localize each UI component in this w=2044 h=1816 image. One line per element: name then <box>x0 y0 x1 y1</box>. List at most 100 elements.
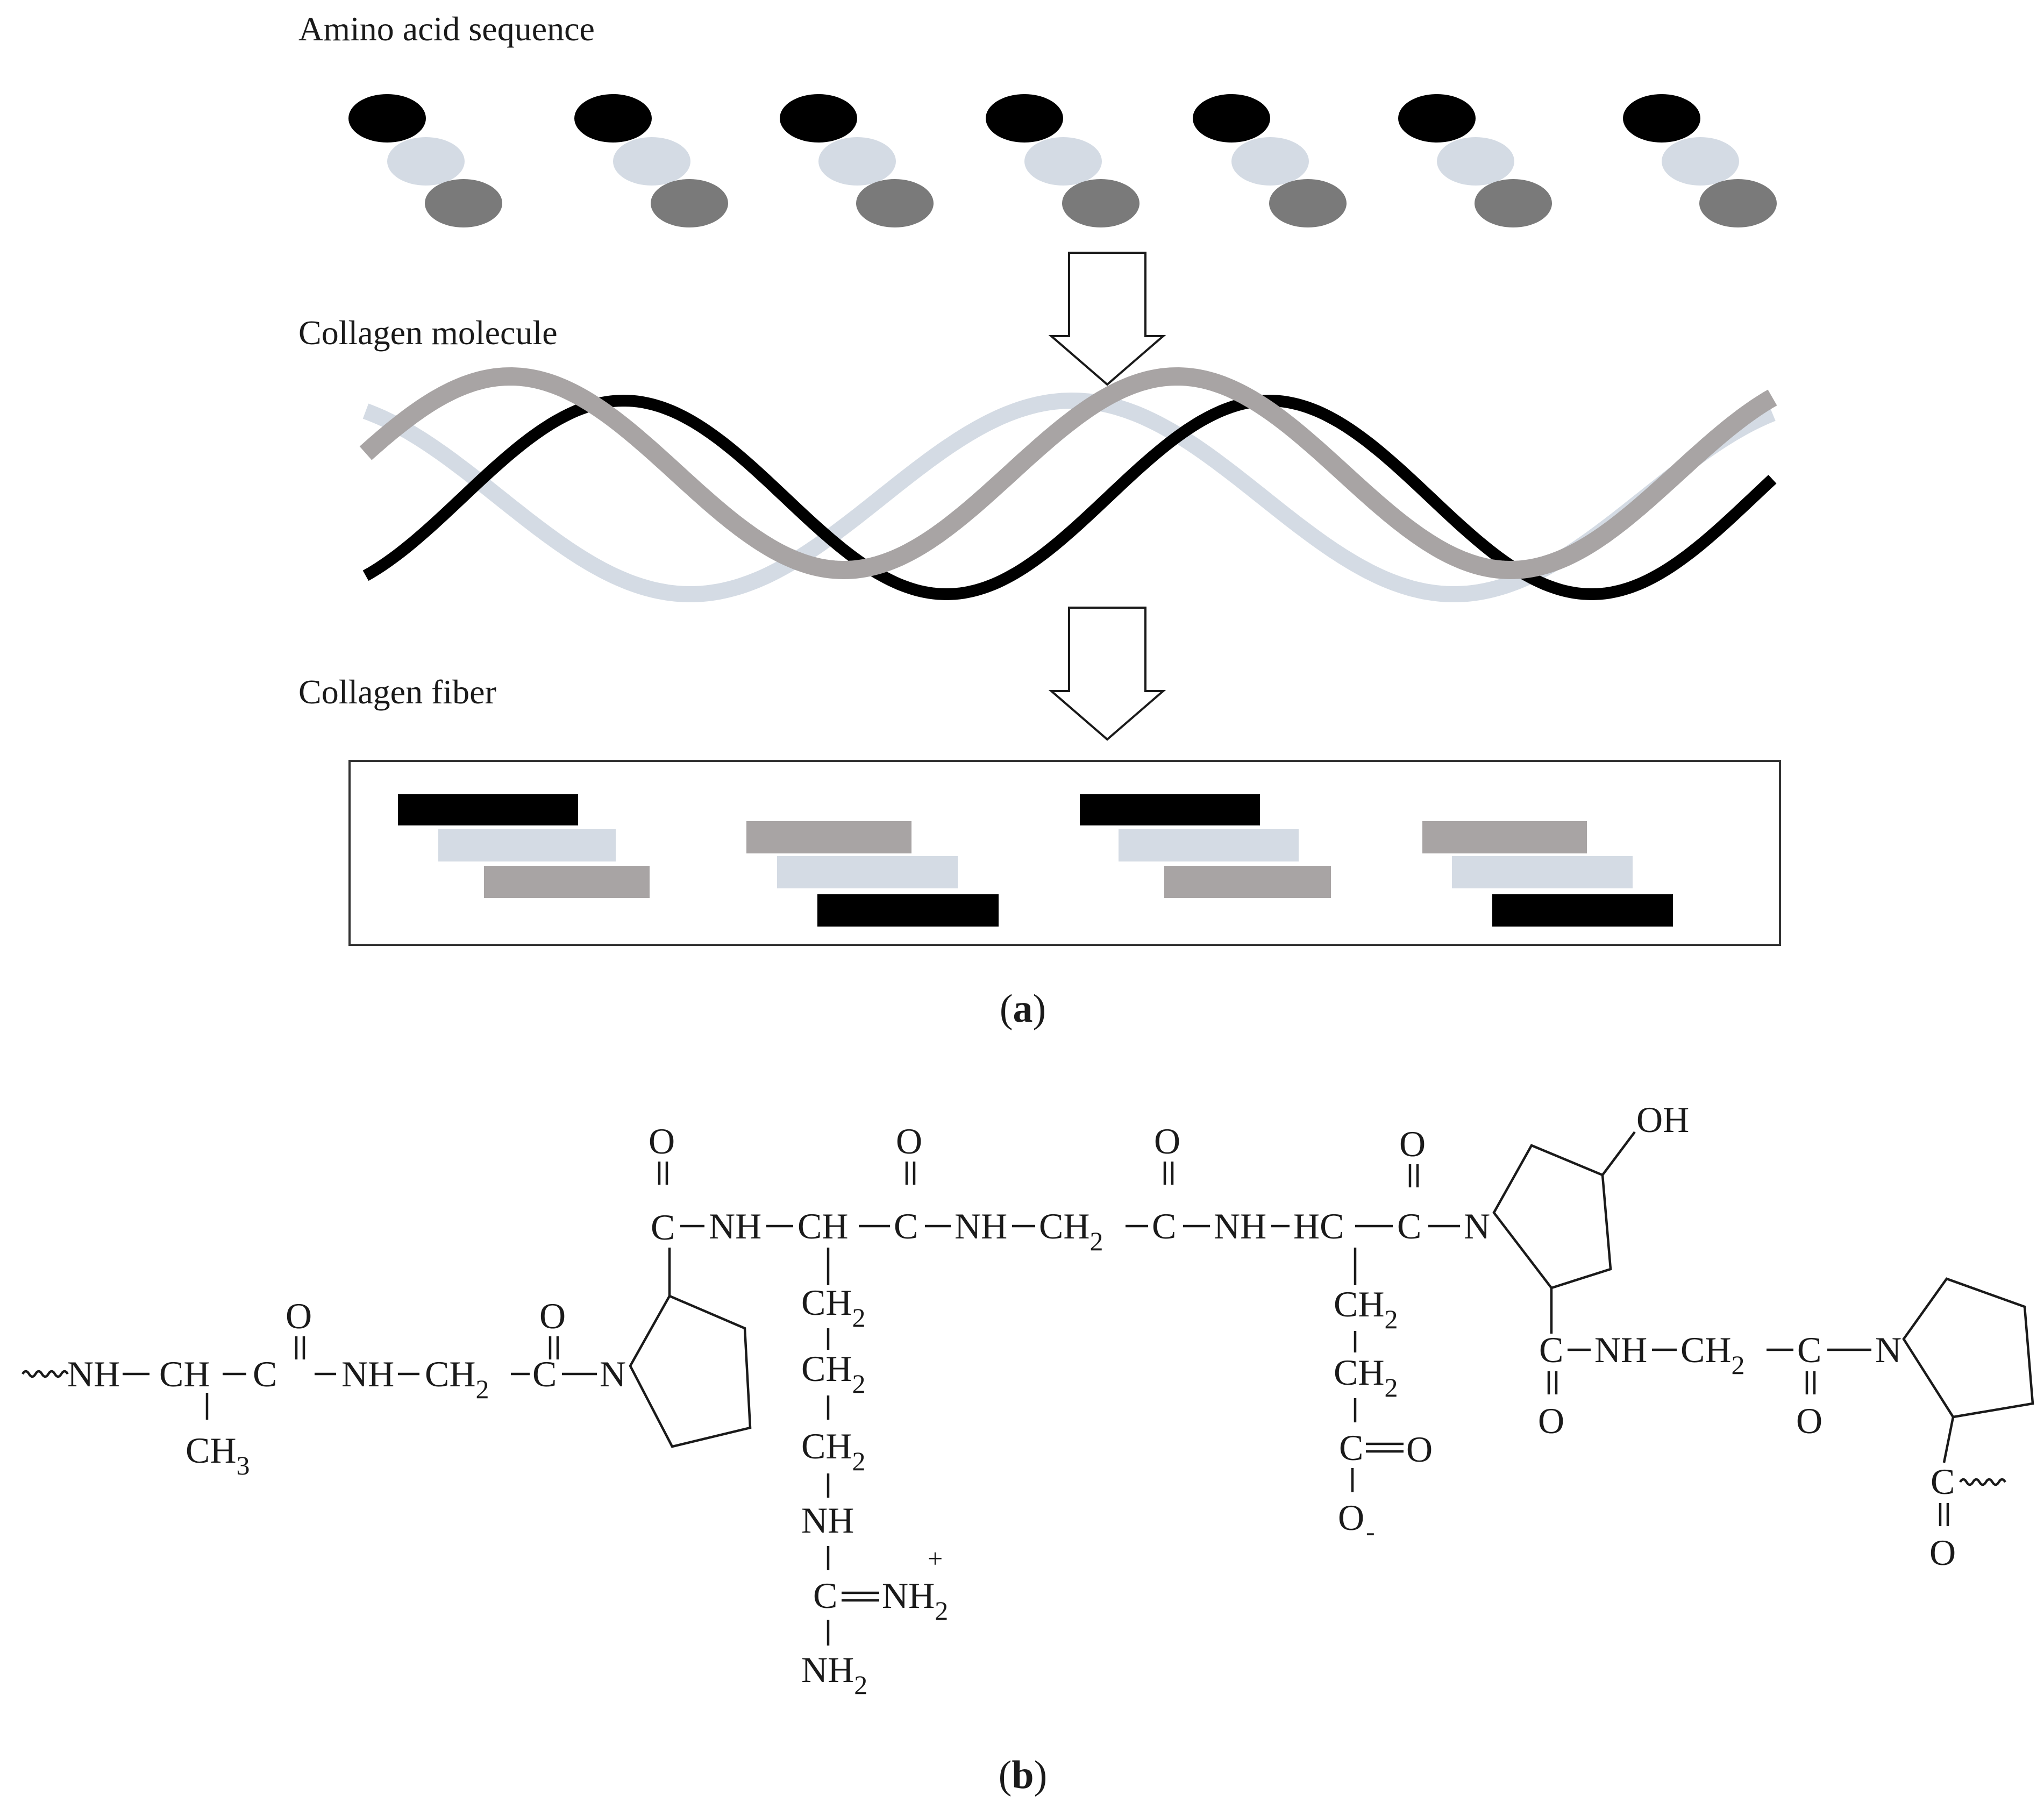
amino-acid-ellipse <box>613 137 690 186</box>
atom-nh-5: NH <box>1214 1206 1266 1247</box>
amino-acid-ellipse <box>856 179 934 227</box>
atom-nh-arg: NH <box>801 1500 854 1541</box>
amino-acid-ellipse <box>818 137 896 186</box>
fiber-bar <box>817 894 999 927</box>
group-ch2-arg-1: CH2 <box>801 1282 865 1333</box>
fiber-bar <box>746 821 911 853</box>
amino-acid-ellipse <box>651 179 728 227</box>
amino-acid-ellipse <box>1024 137 1102 186</box>
group-ch3: CH3 <box>186 1430 250 1480</box>
amino-acid-ellipse <box>1062 179 1139 227</box>
group-ch2-gly-2: CH2 <box>1039 1206 1103 1256</box>
atom-c-2: C <box>532 1354 557 1394</box>
group-ch2-gly-3: CH2 <box>1680 1329 1744 1380</box>
atom-o-2: O <box>539 1295 566 1336</box>
fiber-bar <box>1422 821 1587 853</box>
atom-n-pro-2: N <box>1875 1329 1901 1370</box>
wavy-bond-right <box>1959 1478 2006 1486</box>
atom-o-3: O <box>649 1121 675 1162</box>
atom-nh-1: NH <box>67 1354 120 1394</box>
atom-o-4: O <box>896 1121 922 1162</box>
amino-acid-ellipse <box>780 94 857 143</box>
atom-c-1: C <box>253 1354 277 1394</box>
atom-c-5: C <box>1152 1206 1176 1247</box>
atom-o-1: O <box>286 1295 312 1336</box>
amino-acid-ellipse <box>1699 179 1777 227</box>
charge-plus: + <box>928 1543 943 1573</box>
amino-acid-ellipse <box>1269 179 1347 227</box>
atom-c-guan: C <box>813 1575 837 1616</box>
amino-acid-ellipse <box>986 94 1063 143</box>
atom-n-hyp: N <box>1464 1206 1490 1247</box>
amino-acid-ellipse <box>425 179 502 227</box>
atom-c-8: C <box>1797 1329 1821 1370</box>
amino-acid-ellipse <box>387 137 465 186</box>
helix-strand-gray <box>359 367 1777 580</box>
charge-minus: - <box>1366 1516 1375 1547</box>
group-nh2-plus: NH2 <box>882 1575 948 1626</box>
amino-acid-triplets <box>348 94 1777 227</box>
atom-nh-2: NH <box>341 1354 394 1394</box>
atom-nh-4: NH <box>955 1206 1007 1247</box>
atom-c-glu: C <box>1339 1427 1363 1468</box>
atom-ch-arg: CH <box>797 1206 848 1247</box>
label-collagen-fiber: Collagen fiber <box>298 673 496 711</box>
group-ch2-glu-1: CH2 <box>1334 1284 1398 1334</box>
atom-o-7: O <box>1538 1400 1564 1441</box>
atom-c-4: C <box>894 1206 918 1247</box>
collagen-triple-helix <box>359 367 1777 603</box>
label-amino-acid-sequence: Amino acid sequence <box>298 10 595 48</box>
proline-ring-2 <box>1902 1277 2034 1419</box>
atom-c-7: C <box>1539 1329 1563 1370</box>
amino-acid-ellipse <box>348 94 426 143</box>
atom-o-9: O <box>1929 1532 1956 1573</box>
fiber-bar <box>1452 856 1633 888</box>
atom-o-5: O <box>1154 1121 1180 1162</box>
atom-n-pro-1: N <box>600 1354 626 1394</box>
atom-c-3: C <box>651 1207 675 1248</box>
atom-c-9: C <box>1931 1461 1955 1502</box>
atom-nh-6: NH <box>1594 1329 1647 1370</box>
amino-acid-ellipse <box>1662 137 1739 186</box>
group-oh: OH <box>1636 1099 1689 1140</box>
atom-o-glu-double: O <box>1406 1429 1433 1470</box>
amino-acid-ellipse <box>574 94 652 143</box>
atom-c-6: C <box>1397 1206 1421 1247</box>
proline-ring-1 <box>629 1294 752 1448</box>
atom-o-6: O <box>1399 1123 1426 1164</box>
wavy-bond-left <box>22 1370 69 1378</box>
atom-ch-ala: CH <box>159 1354 210 1394</box>
fiber-bars <box>398 794 1673 927</box>
fiber-bar <box>398 794 578 825</box>
group-ch2-arg-3: CH2 <box>801 1426 865 1476</box>
fiber-bar <box>484 866 650 898</box>
label-collagen-molecule: Collagen molecule <box>298 314 558 352</box>
panel-b-peptide-structure: NH CH CH3 C O NH CH2 C O N C O NH CH <box>22 1099 2034 1797</box>
panel-a: Amino acid sequence Collagen molecule Co… <box>298 10 1781 1031</box>
down-arrow-2 <box>1048 607 1166 741</box>
atom-hc-glu: HC <box>1293 1206 1344 1247</box>
atom-o-8: O <box>1796 1400 1822 1441</box>
group-ch2-glu-2: CH2 <box>1334 1352 1398 1402</box>
amino-acid-ellipse <box>1437 137 1514 186</box>
amino-acid-ellipse <box>1475 179 1552 227</box>
amino-acid-ellipse <box>1623 94 1700 143</box>
hydroxyproline-ring <box>1492 1144 1612 1290</box>
atom-nh-3: NH <box>709 1206 761 1247</box>
fiber-bar <box>438 829 616 861</box>
fiber-bar <box>777 856 958 888</box>
fiber-bar <box>1080 794 1260 825</box>
atom-o-glu-minus: O <box>1338 1497 1364 1538</box>
fiber-bar <box>1492 894 1673 927</box>
group-ch2-gly-1: CH2 <box>425 1354 489 1404</box>
caption-b: (b) <box>999 1753 1047 1797</box>
caption-a: (a) <box>1000 987 1046 1031</box>
group-ch2-arg-2: CH2 <box>801 1348 865 1399</box>
group-nh2-terminal: NH2 <box>801 1649 867 1700</box>
fiber-bar <box>1119 829 1299 861</box>
fiber-bar <box>1164 866 1331 898</box>
amino-acid-ellipse <box>1193 94 1270 143</box>
amino-acid-ellipse <box>1398 94 1476 143</box>
down-arrow-1 <box>1048 252 1166 386</box>
